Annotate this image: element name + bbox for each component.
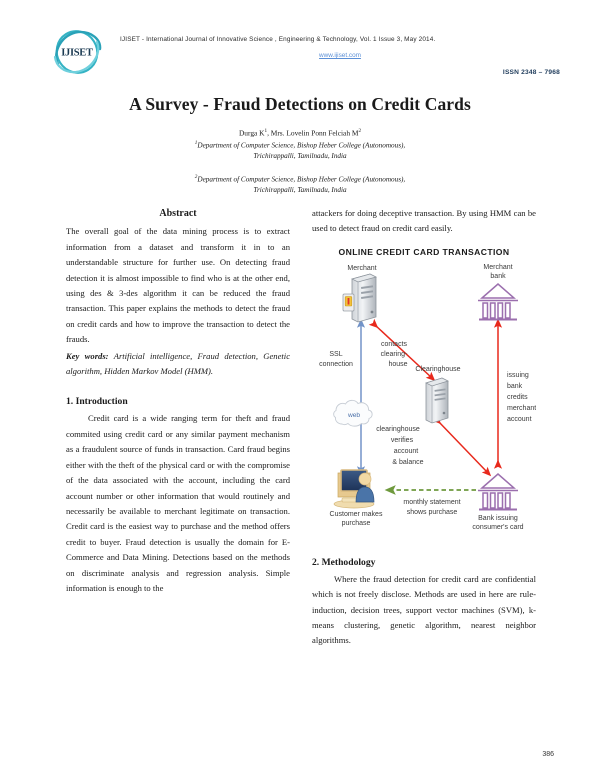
author-sup-2: 2 [358,128,362,134]
figure-label-merchant: Merchant [347,265,376,272]
author-sup-1: 1 [264,128,268,134]
figure-canvas: Merchant Merchant bank [312,261,536,545]
affiliation-2: 2Department of Computer Science, Bishop … [70,172,530,195]
section-heading-methodology: 2. Methodology [312,556,376,568]
journal-url-link[interactable]: www.ijiset.com [319,52,361,59]
customer-computer-icon [333,469,375,509]
affiliation-1-line2: Trichirappalli, Tamilnadu, India [253,152,347,161]
spacer [312,545,536,556]
abstract-text: The overall goal of the data mining proc… [66,226,290,345]
web-cloud-icon [333,399,373,427]
figure-label-ssl-line1: SSL [329,351,342,358]
figure-label-merchant-bank-line2: bank [490,273,506,280]
figure-label-contacts-line3: house [388,361,407,368]
merchant-server-icon [342,273,377,323]
ijiset-logo: IJISET [48,26,106,78]
figure-label-clearinghouse: Clearinghouse [415,366,460,373]
journal-url[interactable]: www.ijiset.com [120,52,560,59]
keywords-text: Artificial intelligence, Fraud detection… [66,350,291,377]
introduction-continued-text: attackers for doing deceptive transactio… [312,208,536,234]
author-block: Durga K1, Mrs. Lovelin Ponn Felciah M2 1… [70,126,530,195]
figure-label-issuing-line2: bank [507,383,523,390]
author-name-1: Durga K [238,128,265,138]
figure-label-issuing-line4: merchant [507,405,536,412]
figure-title: ONLINE CREDIT CARD TRANSACTION [338,246,510,257]
figure-label-statement-line2: shows purchase [407,509,458,516]
affiliation-2-line1: Department of Computer Science, Bishop H… [197,175,406,184]
figure-label-issuing-line3: credits [507,394,528,401]
figure-label-customer-line1: Customer makes [330,511,383,518]
figure-label-statement-line1: monthly statement [403,499,460,506]
figure-label-customer-line2: purchase [342,520,371,527]
figure-label-ssl-line2: connection [319,361,353,368]
figure-label-verifies-line4: & balance [392,459,423,466]
affiliation-1-line1: Department of Computer Science, Bishop H… [197,141,406,150]
figure-label-issuing-line1: issuing [507,372,529,379]
clearinghouse-server-icon [425,377,449,424]
figure-label-contacts-line2: clearing- [381,351,409,358]
figure-label-verifies-line2: verifies [391,437,414,444]
figure-label-web: web [347,412,360,419]
logo-wordmark: IJISET [61,48,93,59]
figure-label-consumer-bank-line1: Bank issuing [478,515,518,522]
affiliation-1-sup: 1 [194,140,198,147]
section-heading-introduction: 1. Introduction [66,396,128,408]
consumer-bank-icon [478,472,518,511]
abstract-heading: Abstract [159,208,197,219]
journal-masthead: IJISET IJISET - International Journal of… [42,22,560,84]
figure-label-issuing-line5: account [507,416,532,423]
figure-label-consumer-bank-line2: consumer's card [472,524,523,531]
figure-label-verifies-line1: clearinghouse [376,426,420,433]
introduction-text: Credit card is a wide ranging term for t… [66,413,290,593]
author-name-2: , Mrs. Lovelin Ponn Felciah M [267,128,359,138]
affiliation-2-line2: Trichirappalli, Tamilnadu, India [253,185,347,194]
figure-online-credit-card-transaction: ONLINE CREDIT CARD TRANSACTION [312,245,536,545]
page-number: 386 [542,751,554,758]
right-column: attackers for doing deceptive transactio… [312,206,536,649]
journal-citation-line: IJISET - International Journal of Innova… [120,36,436,43]
merchant-bank-icon [478,282,518,321]
figure-label-contacts-line1: contacts [381,341,408,348]
keywords-label: Key words: [66,350,109,361]
left-column: Abstract The overall goal of the data mi… [66,206,290,596]
affiliation-2-sup: 2 [194,173,198,180]
methodology-text: Where the fraud detection for credit car… [312,573,536,646]
arrow-merchant-clearinghouse [368,318,436,381]
keywords-line: Key words: Artificial intelligence, Frau… [66,349,290,380]
arrow-clearinghouse-consumer-bank [431,414,492,477]
figure-label-verifies-line3: account [394,448,419,455]
figure-label-merchant-bank-line1: Merchant [483,264,512,271]
spacer [66,379,290,395]
issn-text: ISSN 2348 – 7968 [502,69,560,76]
author-names: Durga K1, Mrs. Lovelin Ponn Felciah M2 [70,126,530,138]
affiliation-1: 1Department of Computer Science, Bishop … [70,138,530,161]
page-title: A Survey - Fraud Detections on Credit Ca… [129,94,471,114]
